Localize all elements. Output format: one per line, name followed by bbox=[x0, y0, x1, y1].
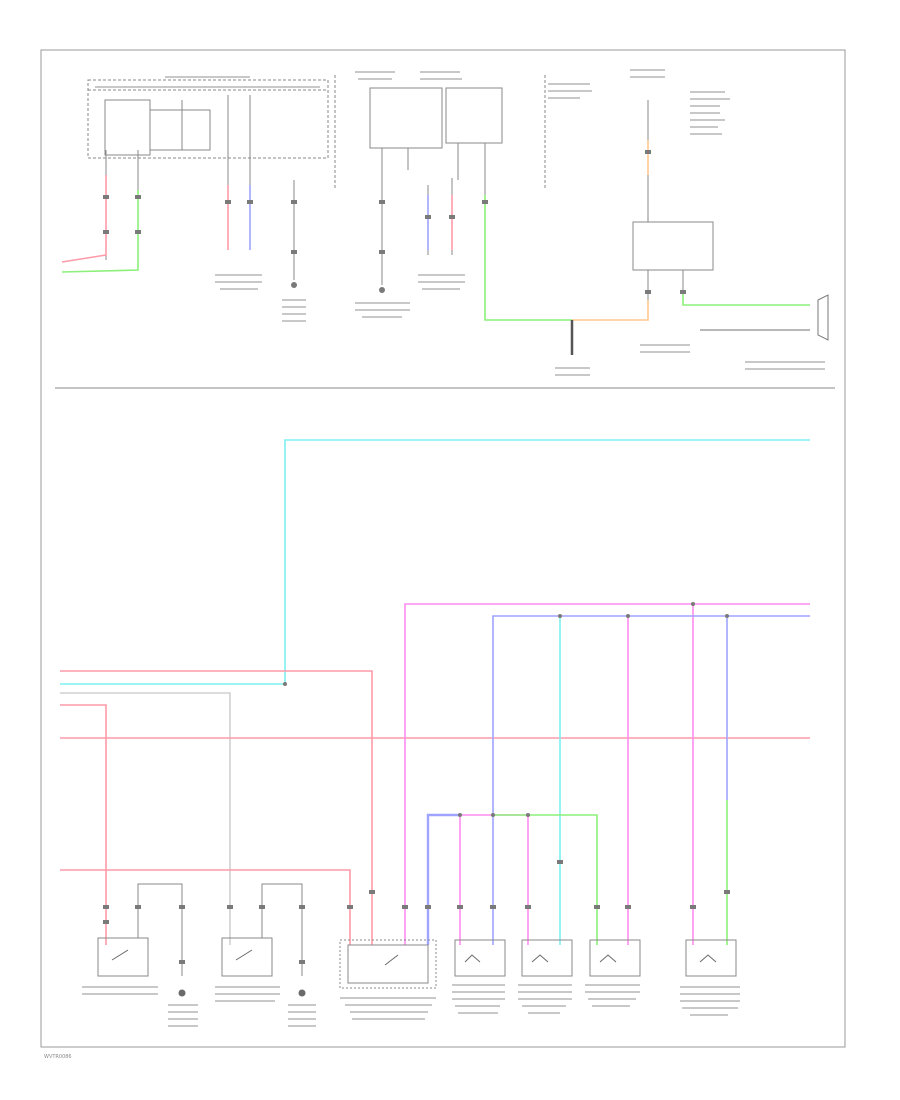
switch-box-7 bbox=[685, 939, 737, 977]
bottom-components bbox=[97, 883, 737, 989]
ground-icon bbox=[178, 989, 186, 997]
ground-icon bbox=[291, 282, 297, 288]
relay-box-a bbox=[369, 87, 443, 149]
relay-box-b bbox=[445, 87, 503, 144]
switch-box-3 bbox=[339, 939, 437, 989]
switch-box-6 bbox=[589, 939, 641, 977]
top-connectors bbox=[103, 150, 686, 294]
top-section bbox=[55, 75, 835, 389]
junction-dots bbox=[283, 602, 729, 817]
connector-icon bbox=[817, 294, 829, 341]
combination-meter-box bbox=[87, 79, 329, 159]
relay-box-c bbox=[632, 221, 714, 271]
page-code: WVTR0086 bbox=[44, 1054, 72, 1060]
switch-box-2 bbox=[221, 937, 273, 977]
illegible-labels-top bbox=[95, 69, 825, 376]
bottom-wires bbox=[60, 439, 810, 945]
bottom-connectors bbox=[103, 860, 730, 964]
switch-box-4 bbox=[454, 939, 506, 977]
switch-icon bbox=[111, 949, 717, 966]
ground-icon bbox=[379, 287, 385, 293]
switch-box-5 bbox=[521, 939, 573, 977]
top-colored-wires bbox=[61, 140, 810, 355]
illegible-labels-bottom bbox=[82, 984, 740, 1027]
diagram-frame bbox=[40, 49, 846, 1048]
ground-icon bbox=[298, 989, 306, 997]
switch-box-1 bbox=[97, 937, 149, 977]
